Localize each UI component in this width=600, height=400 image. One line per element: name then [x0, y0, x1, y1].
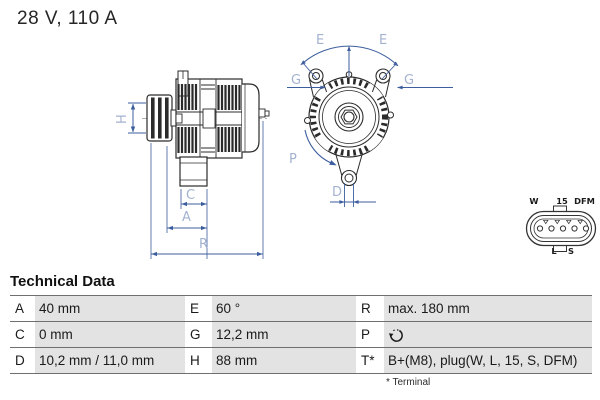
- alternator-front-view: [304, 68, 394, 187]
- dim-label-e-right: E: [379, 33, 387, 48]
- connector-pin: [582, 225, 590, 232]
- spec-key: G: [185, 322, 212, 347]
- dim-label-h: H: [115, 114, 130, 124]
- stator-teeth-ring: [310, 78, 388, 156]
- mounting-ear-right: [371, 68, 391, 98]
- spec-value: B+(M8), plug(W, L, 15, S, DFM): [384, 348, 592, 373]
- spec-key: P: [356, 322, 384, 347]
- dimension-a: [166, 146, 207, 233]
- spec-key: R: [356, 296, 384, 321]
- front-view-dimensions: E E G G P D: [287, 33, 453, 207]
- technical-data-title: Technical Data: [10, 273, 115, 290]
- side-boss-right: [387, 111, 394, 119]
- dimension-d: [330, 183, 376, 207]
- side-view-dimensions: H C A R: [115, 102, 264, 259]
- table-row: D 10,2 mm / 11,0 mm H 88 mm T* B+(M8), p…: [10, 348, 592, 374]
- connector-pin: [559, 225, 567, 232]
- pin-label-15: 15: [556, 196, 568, 206]
- pin-label-s: S: [568, 246, 574, 256]
- dimension-r: [150, 121, 264, 259]
- stator-laminations: [201, 84, 215, 153]
- spec-key: D: [10, 348, 35, 373]
- pin-label-dfm: DFM: [574, 196, 595, 206]
- technical-data-table: A 40 mm E 60 ° R max. 180 mm C 0 mm G 12…: [10, 295, 592, 374]
- dimension-g-holes: [287, 85, 453, 90]
- spec-value: 12,2 mm: [212, 322, 356, 347]
- counterclockwise-rotation-icon: [388, 328, 403, 342]
- spec-key: E: [185, 296, 212, 321]
- dim-label-c: C: [186, 188, 195, 203]
- connector-pin: [536, 225, 544, 232]
- spec-value: 0 mm: [35, 322, 185, 347]
- spec-key: A: [10, 296, 35, 321]
- cooling-fins: [177, 84, 198, 110]
- spec-key: H: [185, 348, 212, 373]
- dim-label-d: D: [332, 185, 342, 200]
- connector-pin: [571, 225, 578, 232]
- mounting-foot: [179, 156, 208, 187]
- rear-cover: [242, 83, 270, 153]
- dimension-e-angle: [300, 45, 399, 80]
- dim-label-p: P: [289, 152, 297, 167]
- dim-label-a: A: [182, 210, 191, 225]
- dim-label-g-right: G: [404, 73, 414, 88]
- side-boss-left: [304, 117, 311, 124]
- cooling-fins: [217, 127, 241, 152]
- cooling-fins: [217, 85, 241, 110]
- rotation-direction-arrow: [304, 129, 337, 166]
- pin-label-l: L: [551, 246, 557, 256]
- spec-value: 88 mm: [212, 348, 356, 373]
- spec-key: C: [10, 322, 35, 347]
- rotation-direction-cell: [384, 322, 592, 347]
- spec-key: T*: [356, 348, 384, 373]
- spec-value: 10,2 mm / 11,0 mm: [35, 348, 185, 373]
- dim-label-g-left: G: [291, 73, 301, 88]
- spec-value: 40 mm: [35, 296, 185, 321]
- b-plus-terminal: [258, 108, 266, 118]
- cooling-fins: [177, 127, 198, 153]
- technical-data-section: Technical Data A 40 mm E 60 ° R max. 180…: [10, 273, 592, 388]
- mounting-ear-bottom: [335, 152, 363, 187]
- connector-pin: [548, 225, 555, 232]
- pin-label-w: W: [529, 196, 538, 206]
- alternator-side-view: [142, 70, 270, 187]
- technical-drawing: H C A R: [115, 33, 597, 259]
- dim-label-r: R: [199, 237, 208, 252]
- terminal-footnote: * Terminal: [386, 377, 431, 388]
- table-row: A 40 mm E 60 ° R max. 180 mm: [10, 296, 592, 322]
- dim-label-e-left: E: [316, 33, 324, 48]
- mounting-ear-left: [308, 68, 328, 98]
- dimension-h: [128, 102, 146, 134]
- spec-value: 60 °: [212, 296, 356, 321]
- pulley: [146, 94, 177, 142]
- table-row: C 0 mm G 12,2 mm P: [10, 322, 592, 348]
- rating-text: 28 V, 110 A: [17, 8, 118, 29]
- housing: [175, 70, 243, 159]
- spec-value: max. 180 mm: [384, 296, 592, 321]
- dimension-c: [180, 189, 208, 259]
- connector-diagram: W 15 DFM L S: [525, 196, 597, 256]
